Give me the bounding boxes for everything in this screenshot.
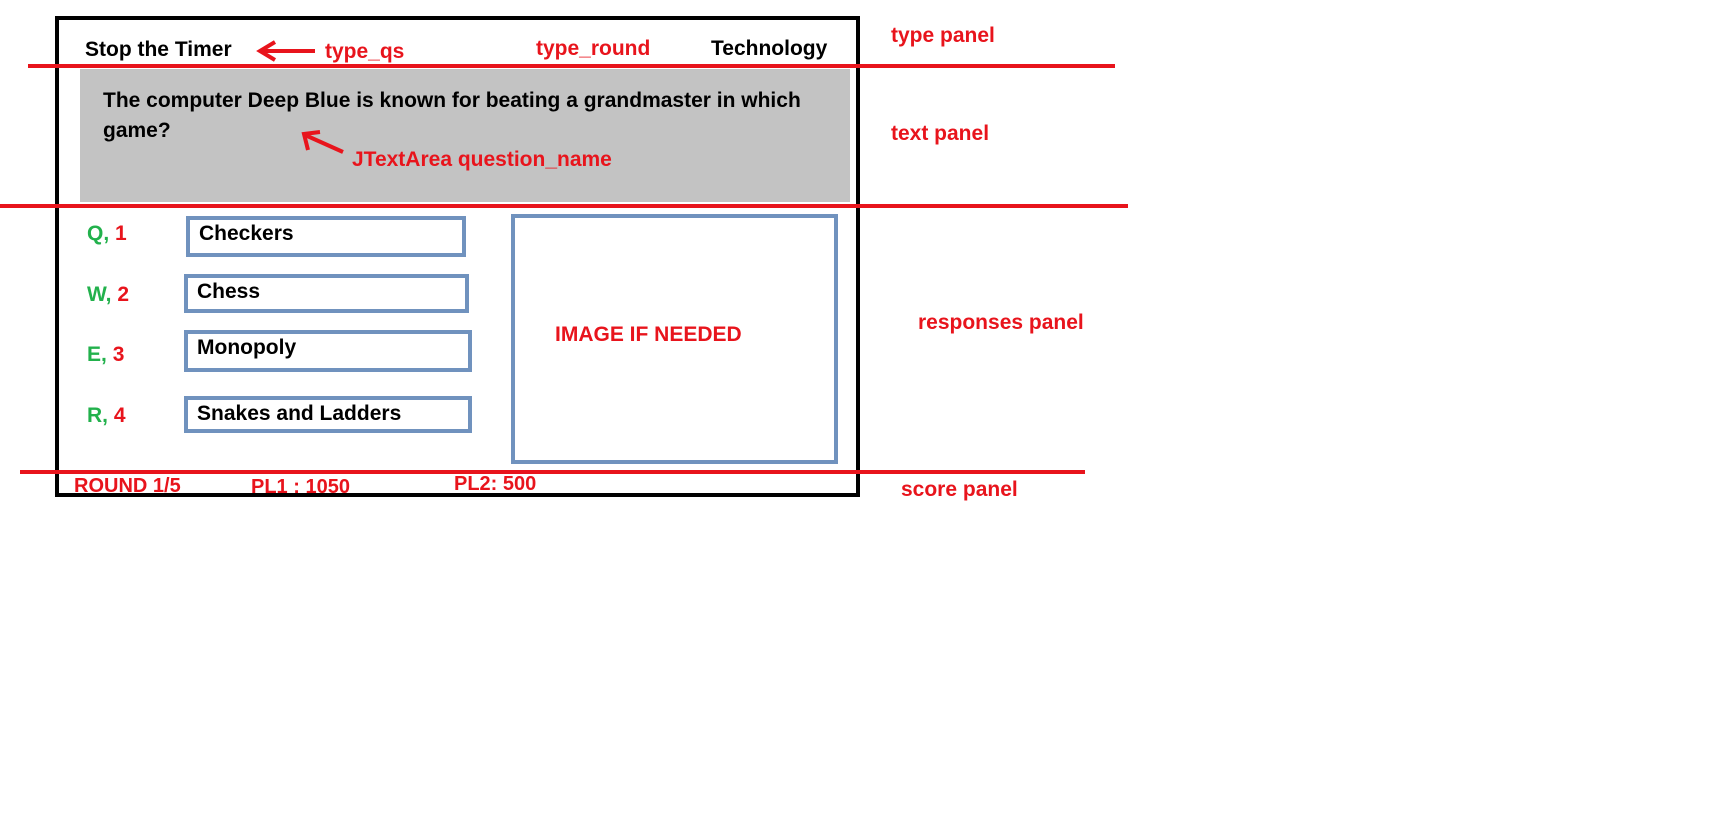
- type-panel-annotation: type panel: [891, 24, 995, 47]
- arrow-up-left-icon: [301, 130, 344, 154]
- text-panel-annotation: text panel: [891, 122, 990, 145]
- responses-panel-annotation: responses panel: [918, 311, 1084, 334]
- image-placeholder-box: [511, 214, 838, 464]
- divider-line-text: [0, 204, 1128, 208]
- score-panel-annotation: score panel: [901, 478, 1018, 501]
- answer-key-3: E, 3: [87, 343, 125, 366]
- answer-key-4: R, 4: [87, 404, 126, 427]
- answer-option-1[interactable]: Checkers: [186, 216, 466, 257]
- question-text-area[interactable]: The computer Deep Blue is known for beat…: [103, 89, 801, 142]
- answer-key-2: W, 2: [87, 283, 130, 306]
- round-indicator: ROUND 1/5: [74, 475, 181, 497]
- type-qs-annotation: type_qs: [325, 40, 405, 63]
- answer-option-4[interactable]: Snakes and Ladders: [184, 396, 472, 433]
- answer-key-1: Q, 1: [87, 222, 127, 245]
- game-type-label: Stop the Timer: [85, 38, 232, 61]
- image-placeholder-text: IMAGE IF NEEDED: [555, 323, 742, 346]
- player2-score: PL2: 500: [454, 473, 537, 495]
- arrow-left-icon: [256, 40, 315, 62]
- player1-score: PL1 : 1050: [251, 476, 350, 498]
- category-label: Technology: [711, 37, 828, 60]
- window-frame: [55, 16, 860, 497]
- question-panel: [80, 69, 850, 202]
- answer-option-3[interactable]: Monopoly: [184, 330, 472, 372]
- divider-line-type: [28, 64, 1115, 68]
- divider-line-responses: [20, 470, 1085, 474]
- type-round-annotation: type_round: [536, 37, 651, 60]
- answer-option-2[interactable]: Chess: [184, 274, 469, 313]
- question-component-annotation: JTextArea question_name: [352, 148, 612, 171]
